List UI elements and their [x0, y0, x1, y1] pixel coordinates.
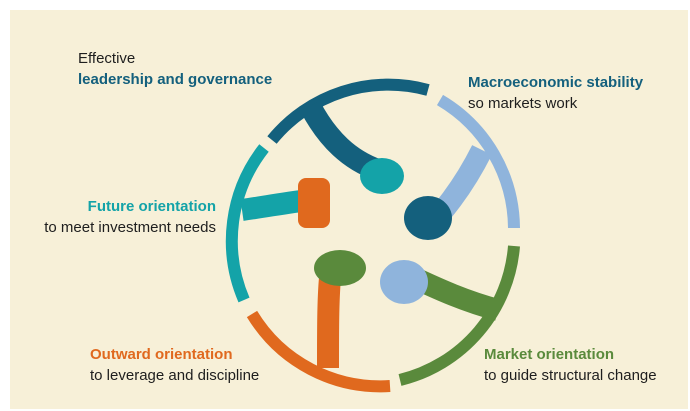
joined-hands-diagram	[225, 78, 520, 393]
fist-future	[298, 178, 330, 228]
label-leadership: Effective leadership and governance	[78, 48, 272, 90]
label-future: Future orientation to meet investment ne…	[10, 196, 216, 238]
market-heading: Market orientation	[484, 346, 615, 363]
outward-subtitle: to leverage and discipline	[90, 367, 260, 384]
fist-leadership	[360, 158, 404, 194]
ring-segment-outward	[246, 310, 391, 393]
macroeconomic-subtitle: so markets work	[468, 95, 578, 112]
ring-segment-macroeconomic	[436, 94, 520, 229]
fist-market	[380, 260, 428, 304]
ring-segment-market	[398, 245, 520, 386]
fist-outward	[314, 250, 366, 286]
macroeconomic-heading: Macroeconomic stability	[468, 74, 644, 91]
label-market: Market orientation to guide structural c…	[484, 344, 657, 386]
ring-segment-future	[225, 144, 269, 303]
outward-heading: Outward orientation	[90, 346, 233, 363]
leadership-heading: leadership and governance	[78, 71, 273, 88]
label-macroeconomic: Macroeconomic stability so markets work	[468, 72, 643, 114]
diagram-panel: Effective leadership and governance Macr…	[10, 10, 688, 409]
future-subtitle: to meet investment needs	[44, 219, 216, 236]
arm-outward	[317, 277, 341, 369]
ring-segment-leadership	[267, 78, 430, 144]
future-heading: Future orientation	[87, 198, 216, 215]
arm-leadership	[300, 100, 383, 181]
fist-macroeconomic	[404, 196, 452, 240]
leadership-prefix: Effective	[78, 50, 136, 67]
label-outward: Outward orientation to leverage and disc…	[90, 344, 259, 386]
market-subtitle: to guide structural change	[484, 367, 657, 384]
